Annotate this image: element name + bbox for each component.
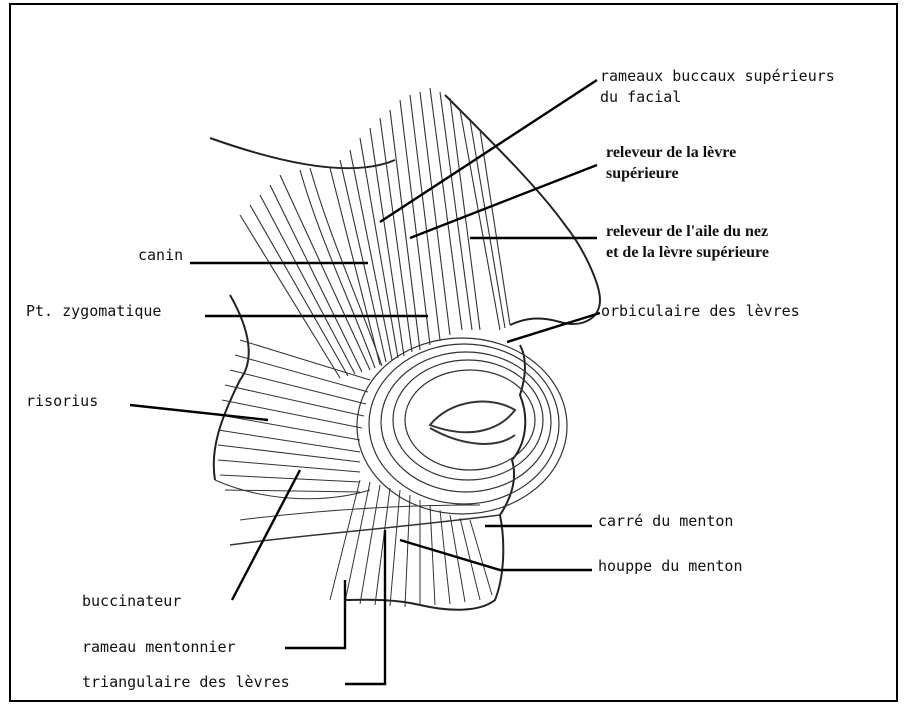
label-releveur-levre: releveur de la lèvre supérieure <box>606 142 736 184</box>
label-buccinateur: buccinateur <box>82 592 181 610</box>
label-orbiculaire: orbiculaire des lèvres <box>601 302 800 320</box>
chin-muscles <box>230 480 500 607</box>
label-carre-du-menton: carré du menton <box>598 512 733 530</box>
label-risorius: risorius <box>26 392 98 410</box>
orbicularis-oris-muscle <box>357 338 567 514</box>
label-zygomatique: Pt. zygomatique <box>26 302 161 320</box>
label-rameaux-buccaux: rameaux buccaux supérieurs du facial <box>600 66 835 108</box>
label-canin: canin <box>138 246 183 264</box>
upper-lip-elevator-muscles <box>240 88 510 378</box>
label-rameau-mentonnier: rameau mentonnier <box>82 638 236 656</box>
leader-lines <box>130 80 600 684</box>
label-triangulaire: triangulaire des lèvres <box>82 673 290 691</box>
cheek-muscles <box>215 340 370 499</box>
label-releveur-aile: releveur de l'aile du nez et de la lèvre… <box>606 221 769 263</box>
label-houppe-du-menton: houppe du menton <box>598 557 743 575</box>
